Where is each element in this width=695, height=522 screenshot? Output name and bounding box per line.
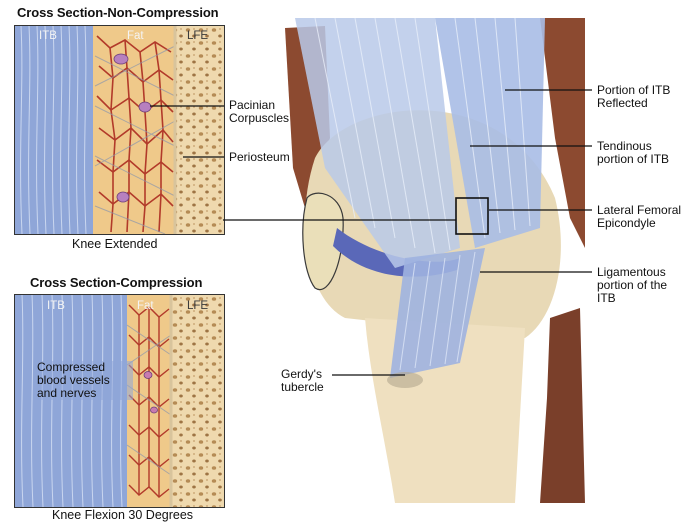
tendinous-portion-label: Tendinous portion of ITB	[597, 140, 685, 166]
gerdys-tubercle-label: Gerdy's tubercle	[281, 368, 336, 394]
ligamentous-portion-label: Ligamentous portion of the ITB	[597, 266, 677, 305]
pacinian-corpuscles-label: Pacinian Corpuscles	[229, 99, 309, 125]
lateral-femoral-epicondyle-label: Lateral Femoral Epicondyle	[597, 204, 692, 230]
periosteum-label: Periosteum	[229, 151, 290, 164]
portion-itb-reflected-label: Portion of ITB Reflected	[597, 84, 682, 110]
